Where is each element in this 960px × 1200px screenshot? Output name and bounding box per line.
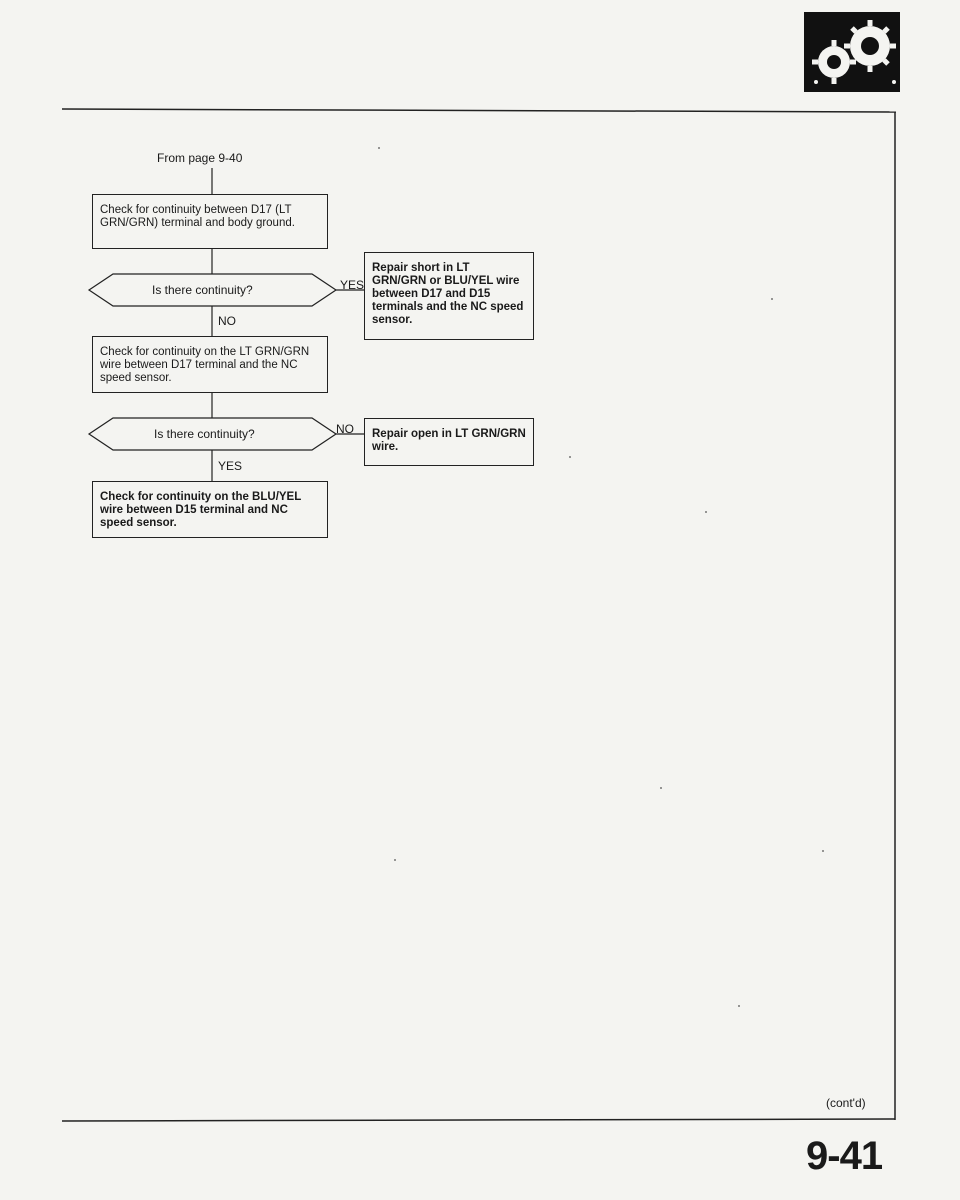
repair-open-box: Repair open in LT GRN/GRN wire. <box>364 418 534 466</box>
repair-open-text: Repair open in LT GRN/GRN wire. <box>372 428 526 453</box>
from-page-label: From page 9-40 <box>157 151 243 165</box>
check-box-2: Check for continuity on the LT GRN/GRN w… <box>92 336 328 393</box>
decision-diamond-1 <box>87 273 338 307</box>
scan-speck <box>771 298 773 300</box>
check-box-1: Check for continuity between D17 (LT GRN… <box>92 194 328 249</box>
scan-speck <box>378 147 380 149</box>
scan-speck <box>822 850 824 852</box>
check-box-1-text: Check for continuity between D17 (LT GRN… <box>100 204 295 229</box>
decision-1-yes-label: YES <box>340 278 365 292</box>
scan-speck <box>394 859 396 861</box>
decision-1-no-label: NO <box>218 314 236 328</box>
repair-short-text: Repair short in LT GRN/GRN or BLU/YEL wi… <box>372 262 524 326</box>
gears-icon <box>804 12 900 92</box>
decision-2-yes-label: YES <box>218 459 243 473</box>
bottom-rule <box>61 1118 896 1122</box>
scan-speck <box>569 456 571 458</box>
repair-short-box: Repair short in LT GRN/GRN or BLU/YEL wi… <box>364 252 534 340</box>
check-box-2-text: Check for continuity on the LT GRN/GRN w… <box>100 346 310 384</box>
continued-label: (cont'd) <box>826 1096 866 1110</box>
check-box-3: Check for continuity on the BLU/YEL wire… <box>92 481 328 538</box>
scan-speck <box>738 1005 740 1007</box>
top-rule <box>61 108 897 113</box>
check-box-3-text: Check for continuity on the BLU/YEL wire… <box>100 491 302 529</box>
decision-diamond-2 <box>87 417 338 451</box>
decision-1-text: Is there continuity? <box>152 283 253 297</box>
decision-2-no-label: NO <box>336 422 354 436</box>
scan-speck <box>660 787 662 789</box>
decision-2-text: Is there continuity? <box>154 427 255 441</box>
page-number: 9-41 <box>806 1134 883 1178</box>
scan-speck <box>705 511 707 513</box>
